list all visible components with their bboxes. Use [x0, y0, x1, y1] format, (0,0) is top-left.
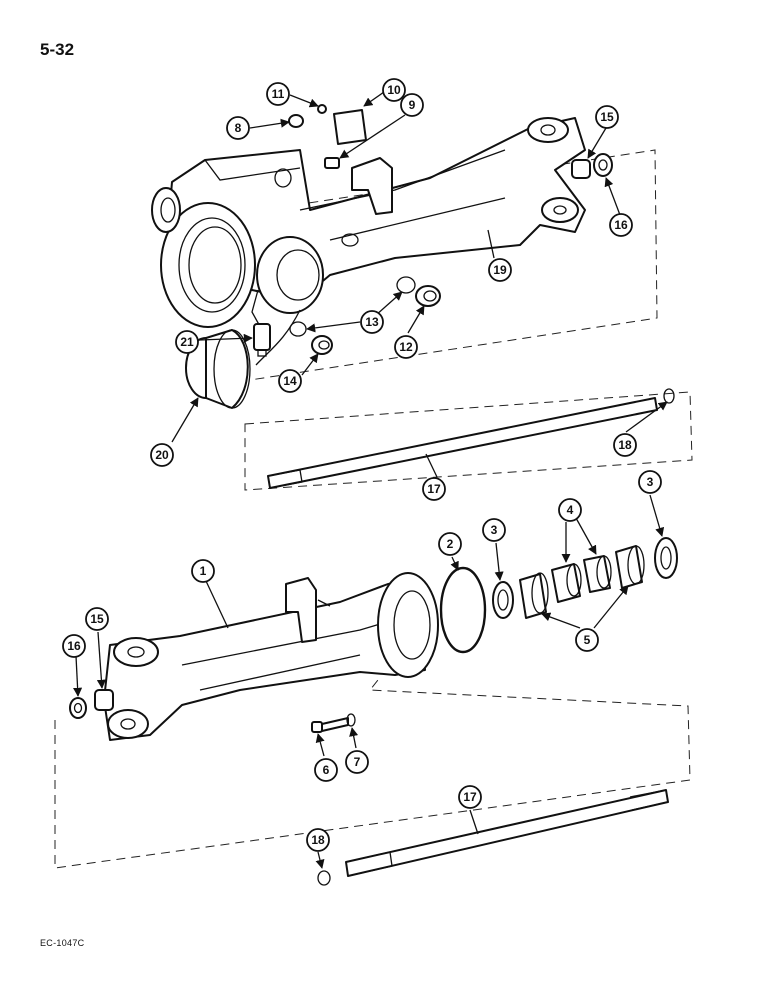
- svg-text:20: 20: [155, 448, 169, 462]
- snap-ring-18-lower: [317, 870, 331, 886]
- svg-text:19: 19: [493, 263, 507, 277]
- callout-20: 20: [150, 443, 174, 467]
- svg-text:4: 4: [567, 503, 574, 517]
- nipple-11: [317, 104, 327, 114]
- svg-text:17: 17: [427, 482, 441, 496]
- lower-half-shaft: [345, 789, 669, 877]
- lower-axle-housing: [103, 572, 439, 741]
- plate-10: [333, 109, 367, 145]
- svg-text:18: 18: [311, 833, 325, 847]
- callout-17-upper: 17: [422, 477, 446, 501]
- svg-text:1: 1: [200, 564, 207, 578]
- callout-15-upper: 15: [595, 105, 619, 129]
- washer-16-lower: [69, 697, 87, 719]
- callout-15-lower: 15: [85, 607, 109, 631]
- upper-axle-housing: [151, 117, 586, 366]
- svg-text:15: 15: [600, 110, 614, 124]
- callout-8: 8: [226, 116, 250, 140]
- callout-13: 13: [360, 310, 384, 334]
- breather-8: [288, 114, 304, 128]
- svg-text:16: 16: [614, 218, 628, 232]
- leader-lines: [73, 91, 668, 869]
- callout-11: 11: [266, 82, 290, 106]
- svg-text:12: 12: [399, 340, 413, 354]
- callout-9: 9: [400, 93, 424, 117]
- washer-16-upper: [593, 153, 613, 177]
- svg-text:17: 17: [463, 790, 477, 804]
- plug-12: [415, 285, 441, 307]
- svg-text:16: 16: [67, 639, 81, 653]
- svg-text:18: 18: [618, 438, 632, 452]
- upper-shaft-outline: [244, 391, 693, 491]
- bolt-6: [311, 717, 349, 733]
- upper-assembly-outline: [249, 149, 658, 381]
- lock-washer-7: [346, 713, 356, 727]
- callout-18-lower: 18: [306, 828, 330, 852]
- callout-12: 12: [394, 335, 418, 359]
- callout-4: 4: [558, 498, 582, 522]
- bushing-15-lower: [94, 689, 114, 711]
- lower-mount-bracket: [285, 577, 317, 643]
- svg-text:21: 21: [180, 335, 194, 349]
- svg-text:11: 11: [272, 87, 285, 101]
- bearing-cup-5-right: [615, 545, 645, 589]
- svg-text:14: 14: [283, 374, 297, 388]
- callout-5: 5: [575, 628, 599, 652]
- callout-16-lower: 16: [62, 634, 86, 658]
- seal-3-left: [492, 581, 514, 619]
- svg-text:6: 6: [323, 763, 330, 777]
- plug-14: [311, 335, 333, 355]
- svg-text:5: 5: [584, 633, 591, 647]
- callout-17-lower: 17: [458, 785, 482, 809]
- callout-2: 2: [438, 532, 462, 556]
- callout-14: 14: [278, 369, 302, 393]
- lower-assembly-outline: [54, 679, 691, 869]
- bearing-cone-4-right: [583, 555, 612, 593]
- svg-text:3: 3: [647, 475, 654, 489]
- bearing-cone-4-left: [551, 563, 582, 603]
- plug-9: [324, 157, 340, 169]
- figure-code: EC-1047C: [40, 938, 85, 948]
- sensor: [253, 323, 271, 357]
- bearing-cup: [185, 329, 251, 409]
- svg-text:10: 10: [387, 83, 401, 97]
- page-number: 5-32: [40, 40, 75, 59]
- callout-3-left: 3: [482, 518, 506, 542]
- upper-half-shaft: [267, 397, 658, 489]
- housing-mount-bracket: [351, 157, 393, 215]
- svg-text:15: 15: [90, 612, 104, 626]
- bearing-cup-5-left: [519, 572, 549, 619]
- callout-19: 19: [488, 258, 512, 282]
- svg-text:8: 8: [235, 121, 242, 135]
- bushing-15-upper: [571, 159, 591, 179]
- callout-7: 7: [345, 750, 369, 774]
- callout-1: 1: [191, 559, 215, 583]
- callout-10: 10: [382, 78, 406, 102]
- o-ring-13: [289, 276, 416, 337]
- snap-ring-18-upper: [663, 388, 675, 404]
- svg-text:2: 2: [447, 537, 454, 551]
- svg-text:3: 3: [491, 523, 498, 537]
- callout-21: 21: [175, 330, 199, 354]
- svg-text:9: 9: [409, 98, 416, 112]
- callout-6: 6: [314, 758, 338, 782]
- svg-text:7: 7: [354, 755, 361, 769]
- svg-text:13: 13: [365, 315, 379, 329]
- callout-18-upper: 18: [613, 433, 637, 457]
- o-ring-2: [439, 566, 487, 654]
- callout-16-upper: 16: [609, 213, 633, 237]
- callout-3-right: 3: [638, 470, 662, 494]
- seal-3-right: [654, 537, 678, 579]
